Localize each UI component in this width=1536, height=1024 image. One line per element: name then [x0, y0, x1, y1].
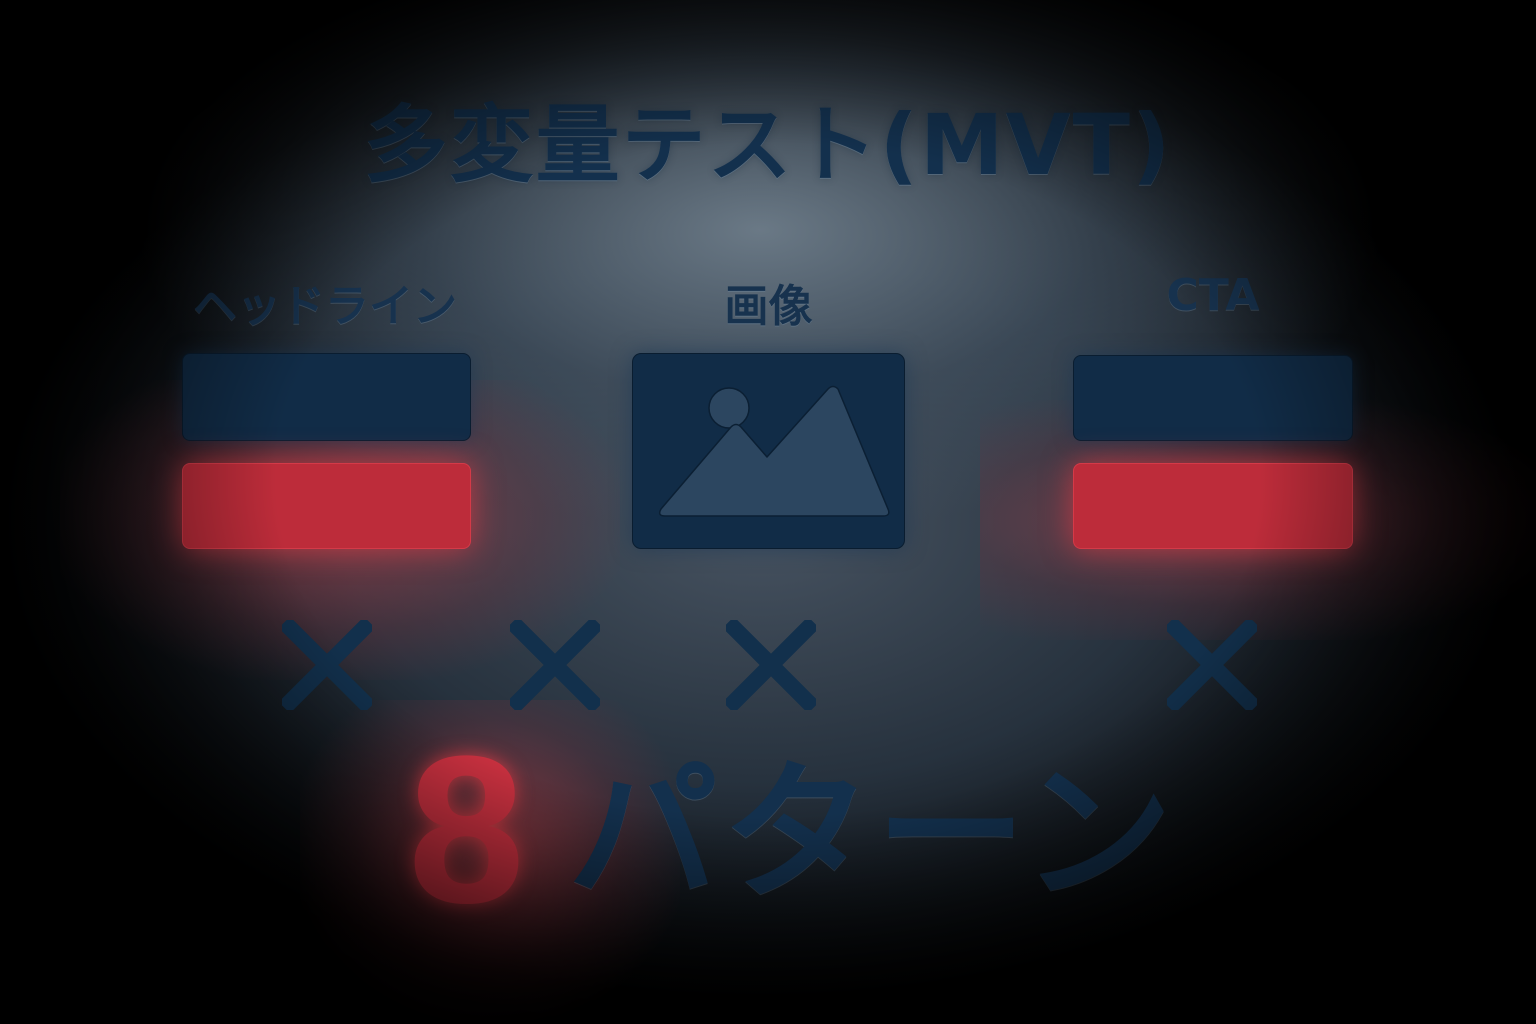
image-icon: [658, 385, 890, 517]
image-card: [632, 353, 905, 549]
pattern-count: 8: [408, 712, 525, 947]
multiply-icon: [282, 620, 372, 710]
multiply-icon: [1167, 620, 1257, 710]
pattern-unit: パターン: [568, 747, 1177, 921]
headline-variant-a-box: [182, 353, 471, 441]
cta-label: CTA: [1166, 270, 1260, 321]
headline-label: ヘッドライン: [193, 281, 457, 332]
multiply-icon: [510, 620, 600, 710]
headline-variant-b-box: [182, 463, 471, 549]
image-label: 画像: [724, 281, 813, 332]
cta-variant-a-box: [1073, 355, 1353, 441]
multiply-icon: [726, 620, 816, 710]
page-title: 多変量テスト(MVT): [363, 96, 1173, 194]
cta-variant-b-box: [1073, 463, 1353, 549]
